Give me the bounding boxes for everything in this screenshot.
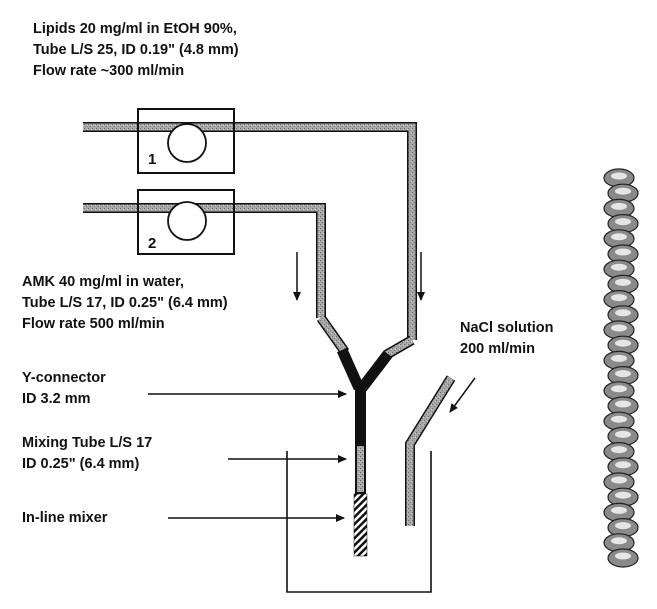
lipids-tube	[83, 122, 417, 340]
pump-1-number: 1	[148, 151, 156, 168]
converging-tubes	[316, 315, 415, 360]
chain-bead-highlight	[611, 354, 627, 362]
pump-1	[137, 108, 235, 174]
lipids-label-line1: Lipids 20 mg/ml in EtOH 90%,	[33, 21, 237, 37]
chain-bead-highlight	[611, 263, 627, 271]
chain-bead-highlight	[615, 370, 631, 378]
yconnector-label-line1: Y-connector	[22, 370, 106, 386]
chain-bead-highlight	[611, 476, 627, 484]
chain-bead-highlight	[615, 218, 631, 226]
chain-bead-highlight	[611, 506, 627, 514]
inline-mixer	[353, 493, 368, 557]
chain-bead-highlight	[615, 522, 631, 530]
chain-bead-highlight	[615, 552, 631, 560]
chain-bead-highlight	[611, 324, 627, 332]
mixing-tube-label-line2: ID 0.25" (6.4 mm)	[22, 456, 140, 472]
lipids-label-line3: Flow rate ~300 ml/min	[33, 63, 185, 79]
chain-bead-highlight	[615, 309, 631, 317]
chain-bead-highlight	[611, 233, 627, 241]
nacl-label-line1: NaCl solution	[460, 320, 554, 336]
mixing-tube	[355, 444, 366, 494]
chain-bead-highlight	[615, 248, 631, 256]
nacl-label-line2: 200 ml/min	[460, 341, 535, 357]
amk-tube	[83, 203, 326, 318]
mixing-tube-label-line1: Mixing Tube L/S 17	[22, 435, 153, 451]
chain-bead-highlight	[611, 446, 627, 454]
liposome-chain	[603, 168, 639, 568]
chain-bead-highlight	[611, 415, 627, 423]
nacl-tube	[405, 375, 456, 526]
chain-bead-highlight	[611, 172, 627, 180]
pump-2	[137, 189, 235, 255]
chain-bead-highlight	[615, 400, 631, 408]
chain-bead-highlight	[615, 461, 631, 469]
chain-bead-highlight	[615, 491, 631, 499]
chain-bead-highlight	[611, 294, 627, 302]
chain-bead-highlight	[615, 187, 631, 195]
amk-label-line3: Flow rate 500 ml/min	[22, 316, 165, 332]
inline-mixer-label: In-line mixer	[22, 510, 108, 526]
lipids-label-line2: Tube L/S 25, ID 0.19" (4.8 mm)	[33, 42, 239, 58]
nacl-flow-arrow	[449, 377, 476, 413]
pump-2-number: 2	[148, 235, 156, 252]
chain-bead-highlight	[611, 537, 627, 545]
chain-bead-highlight	[611, 202, 627, 210]
chain-bead-highlight	[615, 278, 631, 286]
yconnector-label-line2: ID 3.2 mm	[22, 391, 91, 407]
chain-bead-highlight	[611, 385, 627, 393]
chain-bead-highlight	[615, 430, 631, 438]
amk-label-line2: Tube L/S 17, ID 0.25" (6.4 mm)	[22, 295, 228, 311]
amk-label-line1: AMK 40 mg/ml in water,	[22, 274, 184, 290]
y-connector	[336, 347, 393, 444]
collection-vessel	[286, 451, 432, 593]
chain-bead-highlight	[615, 339, 631, 347]
